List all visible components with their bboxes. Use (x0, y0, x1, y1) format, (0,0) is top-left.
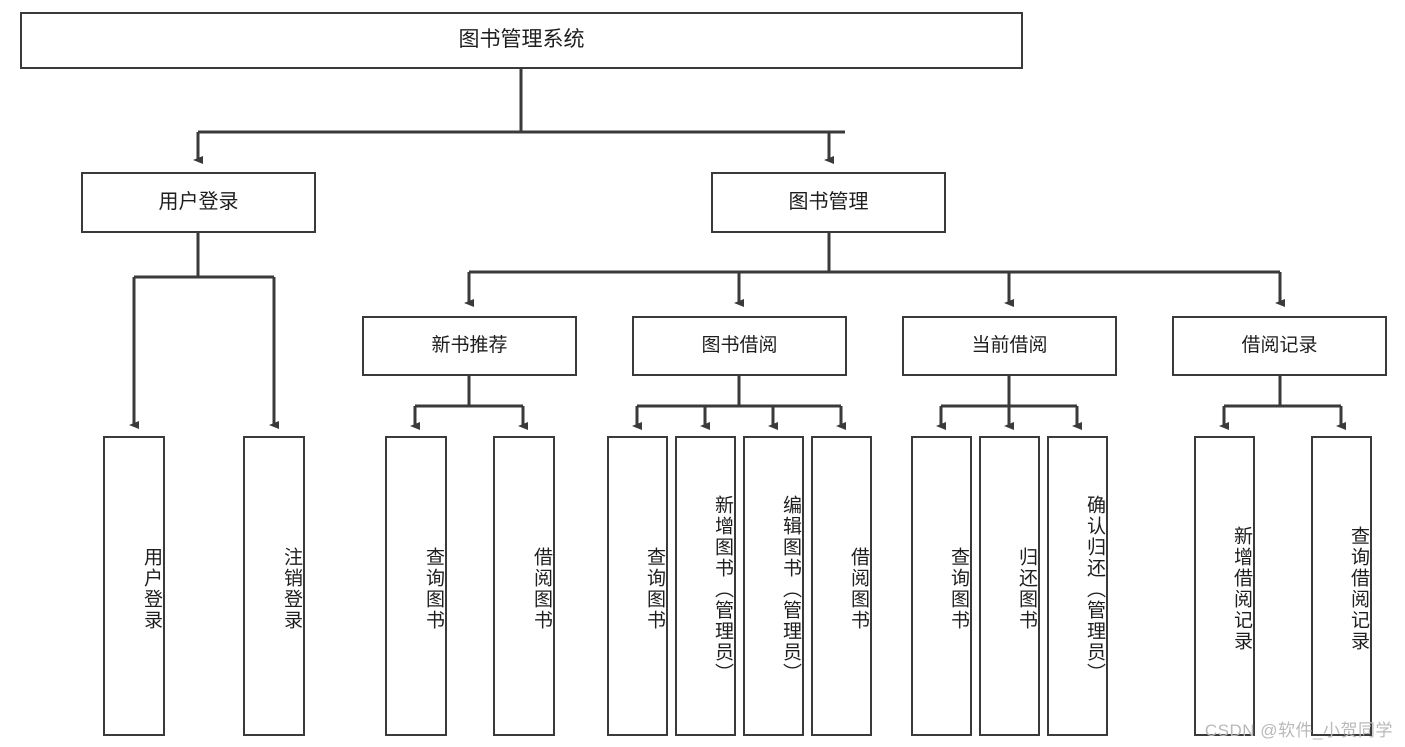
node-book-borrow-label: 图书借阅 (701, 335, 778, 357)
leaf-add-record-label: 新增借阅记录 (1231, 526, 1252, 652)
leaf-query-book-3[interactable]: 查询图书 (911, 436, 972, 736)
leaf-borrow-book-1-label: 借阅图书 (531, 547, 552, 631)
leaf-query-book-1-label: 查询图书 (423, 547, 444, 631)
leaf-user-login-label: 用户登录 (141, 547, 162, 631)
leaf-confirm-return-label: 确认归还（管理员） (1084, 494, 1105, 684)
node-new-book-recommend[interactable]: 新书推荐 (362, 316, 577, 376)
leaf-query-record-label: 查询借阅记录 (1348, 526, 1369, 652)
leaf-confirm-return[interactable]: 确认归还（管理员） (1047, 436, 1108, 736)
leaf-return-book[interactable]: 归还图书 (979, 436, 1040, 736)
leaf-user-login[interactable]: 用户登录 (103, 436, 165, 736)
node-borrow-record-label: 借阅记录 (1241, 335, 1318, 357)
node-root[interactable]: 图书管理系统 (20, 12, 1023, 69)
leaf-query-book-2[interactable]: 查询图书 (607, 436, 668, 736)
leaf-query-record[interactable]: 查询借阅记录 (1311, 436, 1372, 736)
node-new-book-recommend-label: 新书推荐 (431, 335, 508, 357)
node-root-label: 图书管理系统 (458, 28, 585, 52)
leaf-logout-label: 注销登录 (281, 547, 302, 631)
leaf-borrow-book-2-label: 借阅图书 (848, 547, 869, 631)
csdn-watermark: CSDN @软件_小贺同学 (1204, 721, 1393, 740)
leaf-add-book-label: 新增图书（管理员） (712, 494, 733, 684)
node-book-management-label: 图书管理 (788, 191, 869, 213)
leaf-borrow-book-2[interactable]: 借阅图书 (811, 436, 872, 736)
node-current-borrow[interactable]: 当前借阅 (902, 316, 1117, 376)
node-user-login[interactable]: 用户登录 (81, 172, 316, 233)
leaf-logout[interactable]: 注销登录 (243, 436, 305, 736)
leaf-return-book-label: 归还图书 (1016, 547, 1037, 631)
node-user-login-label: 用户登录 (158, 191, 239, 213)
leaf-query-book-1[interactable]: 查询图书 (385, 436, 447, 736)
leaf-query-book-3-label: 查询图书 (948, 547, 969, 631)
leaf-add-record[interactable]: 新增借阅记录 (1194, 436, 1255, 736)
leaf-query-book-2-label: 查询图书 (644, 547, 665, 631)
node-borrow-record[interactable]: 借阅记录 (1172, 316, 1387, 376)
leaf-add-book[interactable]: 新增图书（管理员） (675, 436, 736, 736)
leaf-edit-book-label: 编辑图书（管理员） (780, 494, 801, 684)
node-book-management[interactable]: 图书管理 (711, 172, 946, 233)
leaf-edit-book[interactable]: 编辑图书（管理员） (743, 436, 804, 736)
leaf-borrow-book-1[interactable]: 借阅图书 (493, 436, 555, 736)
node-book-borrow[interactable]: 图书借阅 (632, 316, 847, 376)
node-current-borrow-label: 当前借阅 (971, 335, 1048, 357)
